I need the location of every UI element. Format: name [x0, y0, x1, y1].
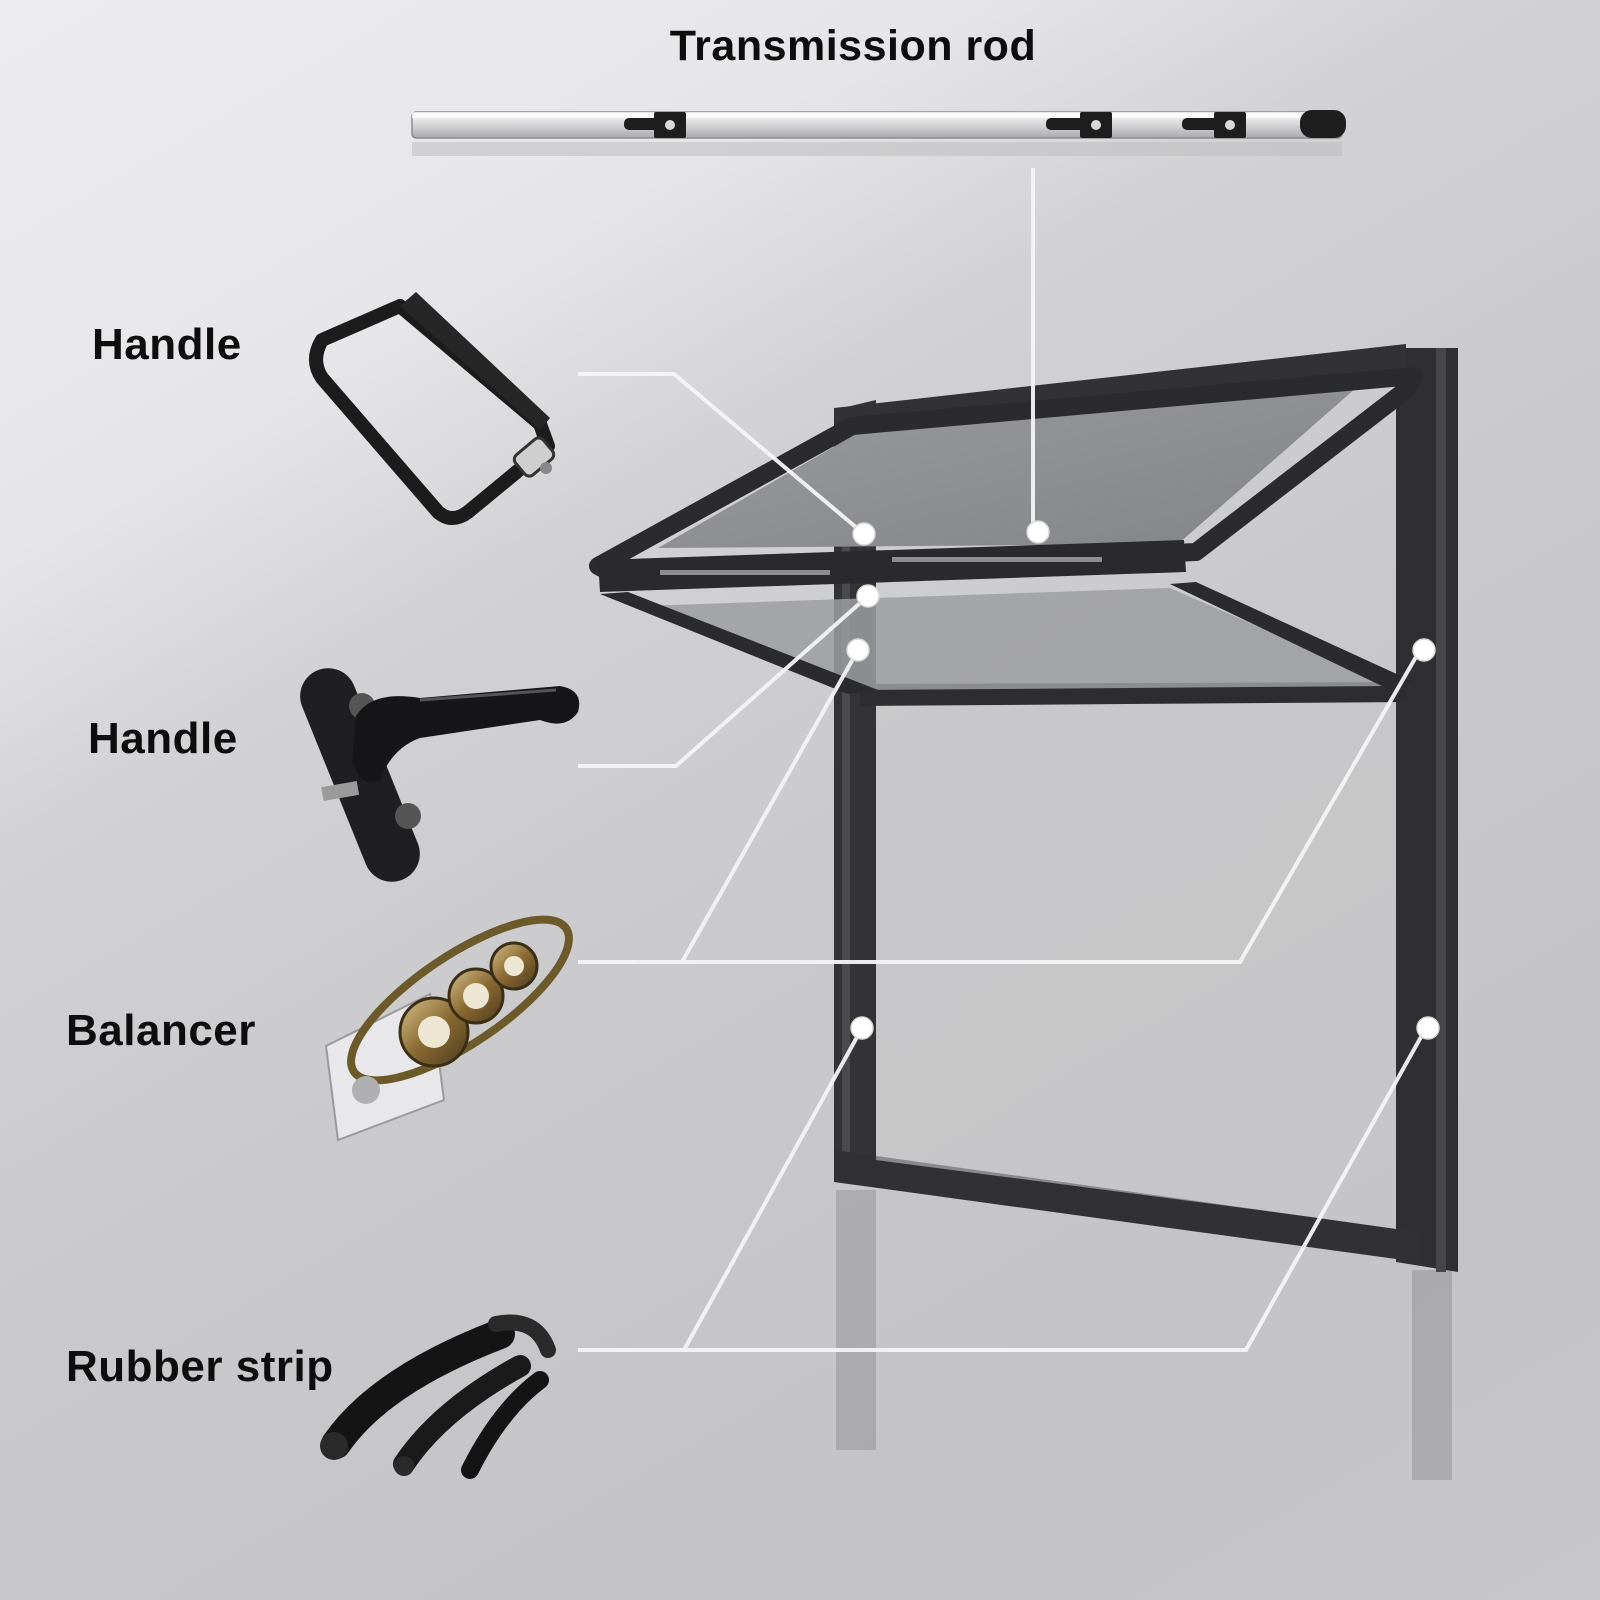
leader-lines	[578, 168, 1428, 1352]
marker-balancer-right	[1412, 638, 1436, 662]
marker-handle-lever	[856, 584, 880, 608]
marker-balancer-left	[846, 638, 870, 662]
open-sash	[589, 367, 1423, 694]
label-handle-lever: Handle	[88, 714, 238, 763]
transmission-rod	[411, 110, 1346, 156]
leader-line-balancer-left	[578, 649, 860, 964]
leader-line-balancer-right	[682, 649, 1422, 964]
leader-line-rubber-left	[578, 1027, 864, 1352]
label-rubber-strip: Rubber strip	[66, 1342, 334, 1391]
balancer-image	[324, 915, 573, 1142]
marker-rubber-left	[850, 1016, 874, 1040]
label-balancer: Balancer	[66, 1006, 256, 1055]
leader-line-handle-top	[578, 372, 866, 536]
rubber-strip-image	[320, 1314, 556, 1479]
lever-handle-image	[300, 668, 580, 882]
markers	[846, 520, 1440, 1040]
label-transmission-rod: Transmission rod	[669, 22, 1037, 70]
label-handle-top: Handle	[92, 320, 242, 369]
pull-handle-image	[309, 292, 556, 525]
leader-line-handle-lever	[578, 594, 870, 768]
marker-handle-top	[852, 522, 876, 546]
marker-rubber-right	[1416, 1016, 1440, 1040]
marker-rod	[1026, 520, 1050, 544]
leader-line-rubber-right	[684, 1027, 1428, 1352]
